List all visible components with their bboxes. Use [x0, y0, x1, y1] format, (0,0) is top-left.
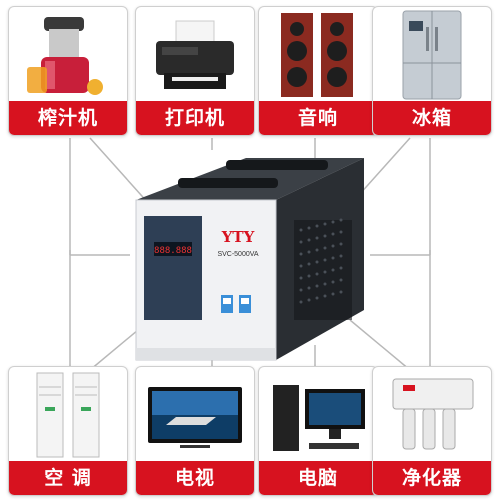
card-label: 榨汁机 — [9, 101, 127, 135]
refrigerator-icon — [402, 10, 462, 100]
handle-icon — [226, 160, 328, 170]
card-label: 电视 — [136, 461, 254, 495]
air-conditioner-icon — [36, 372, 100, 458]
card-speaker[interactable]: 音响 — [258, 6, 378, 136]
card-computer[interactable]: 电脑 — [258, 366, 378, 496]
brand-logo: YTY — [221, 228, 255, 246]
display-readout: 888.888 — [154, 246, 192, 256]
card-label: 电脑 — [259, 461, 377, 495]
card-label: 净化器 — [373, 461, 491, 495]
card-label: 空 调 — [9, 461, 127, 495]
tv-icon — [148, 387, 242, 448]
card-juicer[interactable]: 榨汁机 — [8, 6, 128, 136]
juicer-icon — [27, 17, 103, 95]
handle-icon — [178, 178, 278, 188]
purifier-icon — [392, 378, 474, 450]
model-label: SVC-5000VA — [217, 251, 258, 258]
card-refrigerator[interactable]: 冰箱 — [372, 6, 492, 136]
computer-icon — [273, 385, 365, 451]
card-tv[interactable]: 电视 — [135, 366, 255, 496]
card-printer[interactable]: 打印机 — [135, 6, 255, 136]
card-label: 冰箱 — [373, 101, 491, 135]
card-label: 音响 — [259, 101, 377, 135]
voltage-stabilizer: 888.888 YTY SVC-5000VA — [135, 158, 364, 361]
card-air-conditioner[interactable]: 空 调 — [8, 366, 128, 496]
card-purifier[interactable]: 净化器 — [372, 366, 492, 496]
card-label: 打印机 — [136, 101, 254, 135]
speaker-icon — [281, 13, 353, 97]
printer-icon — [156, 20, 234, 89]
